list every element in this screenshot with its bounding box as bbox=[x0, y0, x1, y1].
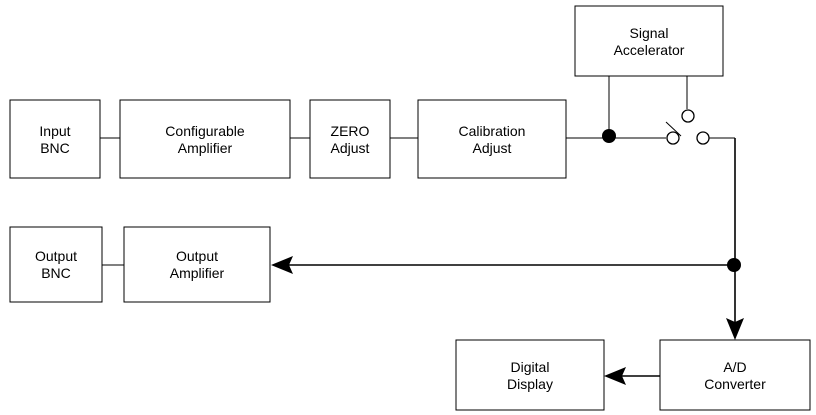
configurable-amplifier-label-2: Amplifier bbox=[178, 140, 233, 156]
input-bnc-box bbox=[9, 99, 101, 179]
signal-accelerator-label-1: Signal bbox=[630, 25, 669, 41]
calibration-adjust-box bbox=[417, 99, 567, 179]
zero-adjust-label-1: ZERO bbox=[331, 123, 370, 139]
signal-accelerator-label-2: Accelerator bbox=[614, 42, 685, 58]
signal-accelerator-box bbox=[574, 5, 724, 77]
switch-blade bbox=[665, 121, 682, 137]
arrow-to-ad-converter bbox=[726, 318, 744, 340]
output-amplifier-label-2: Amplifier bbox=[170, 265, 225, 281]
output-amplifier-label-1: Output bbox=[176, 248, 218, 264]
output-bnc-box bbox=[9, 226, 103, 303]
arrow-to-output-amplifier bbox=[271, 256, 293, 274]
configurable-amplifier-box bbox=[119, 99, 291, 179]
configurable-amplifier-label-1: Configurable bbox=[165, 123, 245, 139]
zero-adjust-box bbox=[309, 99, 391, 179]
input-bnc-label-2: BNC bbox=[40, 140, 70, 156]
ad-converter-box bbox=[659, 339, 811, 411]
digital-display-label-2: Display bbox=[507, 376, 553, 392]
switch-terminal-right bbox=[696, 131, 710, 145]
switch-terminal-left bbox=[666, 131, 680, 145]
input-bnc-label-1: Input bbox=[39, 123, 70, 139]
zero-adjust-label-2: Adjust bbox=[331, 140, 370, 156]
digital-display-label-1: Digital bbox=[511, 359, 550, 375]
ad-converter-label-1: A/D bbox=[723, 359, 746, 375]
digital-display-box bbox=[455, 339, 605, 411]
calibration-adjust-label-2: Adjust bbox=[473, 140, 512, 156]
output-amplifier-box bbox=[123, 226, 271, 303]
calibration-adjust-label-1: Calibration bbox=[459, 123, 526, 139]
junction-dot-top bbox=[602, 129, 616, 143]
arrow-to-digital-display bbox=[604, 367, 626, 385]
output-bnc-label-1: Output bbox=[35, 248, 77, 264]
ad-converter-label-2: Converter bbox=[704, 376, 766, 392]
output-bnc-label-2: BNC bbox=[41, 265, 71, 281]
switch-terminal-top bbox=[681, 109, 695, 123]
